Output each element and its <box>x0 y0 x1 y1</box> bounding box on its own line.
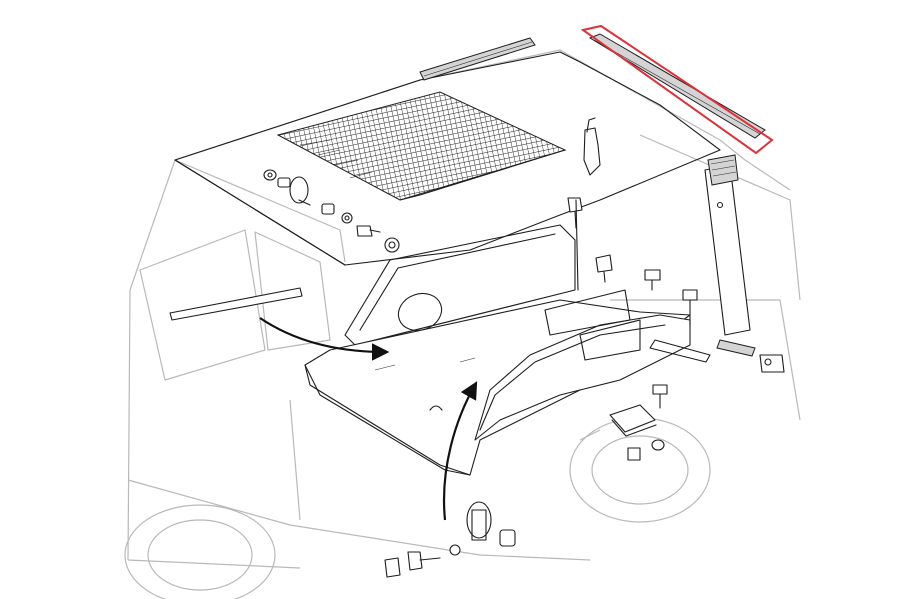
roof-side-trim-strip[interactable] <box>580 24 774 155</box>
roof-vent-grille <box>276 91 567 201</box>
highlight-box <box>580 24 774 155</box>
vehicle-body-outline <box>124 49 801 599</box>
sill-trim-strip <box>169 287 303 321</box>
fastener-set-upper <box>263 169 400 253</box>
seal-strip-right <box>649 339 756 363</box>
fastener-set-lower <box>384 501 516 578</box>
access-cover-plate <box>609 404 665 461</box>
fastener-set-middle <box>567 117 698 409</box>
retaining-clip <box>759 354 785 373</box>
roof-rail-strip-left <box>419 37 536 81</box>
assembly-arrows <box>259 317 478 521</box>
rear-pillar-trim <box>704 154 751 336</box>
roof-panel <box>174 51 721 266</box>
